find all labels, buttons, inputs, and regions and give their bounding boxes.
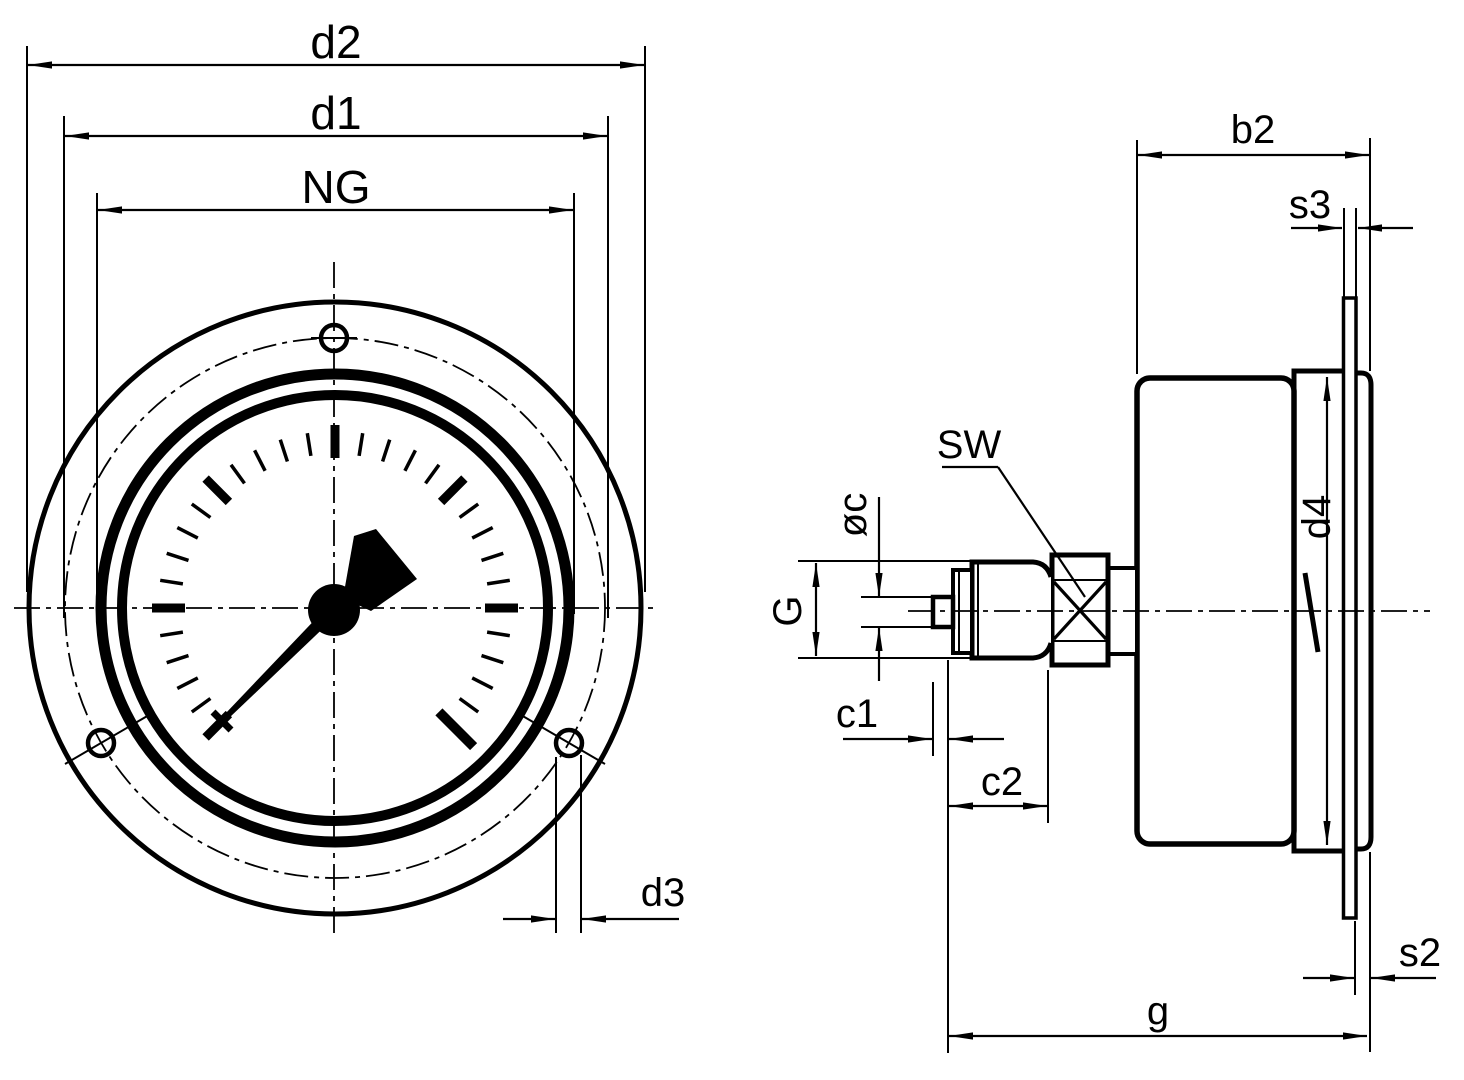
dial-tick [202, 475, 233, 506]
front-flange-circle [26, 299, 644, 917]
dial-tick [190, 502, 212, 519]
needle-shaft [216, 603, 340, 727]
dial-tick [403, 449, 417, 472]
dim-label-G: G [766, 595, 810, 626]
dial-tick [166, 653, 190, 665]
mounting-hole-right [553, 727, 585, 759]
dimension-d2: d2 [26, 16, 646, 592]
dial-tick [357, 432, 365, 457]
dim-label-d2: d2 [310, 16, 361, 68]
connection-tip [930, 594, 956, 630]
callout-SW: SW [937, 423, 1086, 598]
mounting-hole-left [85, 727, 117, 759]
dim-label-c1: c1 [836, 692, 878, 736]
dial-tick [176, 526, 199, 540]
needle-counterweight [343, 529, 417, 611]
dial-tick [486, 630, 511, 638]
dial-tick [159, 578, 184, 586]
dimension-d4: d4 [1295, 377, 1339, 845]
dimension-NG: NG [96, 161, 575, 614]
dial-tick [229, 463, 246, 485]
bezel-ring [1291, 368, 1344, 854]
front-view: d2 d1 NG d3 [14, 16, 685, 938]
dial-tick [253, 449, 267, 472]
ring-slot-mark [1302, 572, 1321, 653]
dim-label-s3: s3 [1289, 183, 1331, 227]
dial-tick [486, 578, 511, 586]
hex-nut [1049, 552, 1111, 668]
dim-label-c2: c2 [981, 760, 1023, 804]
dial-tick [166, 551, 190, 563]
dial-tick [471, 676, 494, 690]
dial-tick [471, 526, 494, 540]
needle-hub [308, 584, 360, 636]
dimension-c2: c2 [949, 670, 1049, 823]
dial-tick [480, 653, 504, 665]
dimension-oc: øc [831, 493, 931, 681]
threaded-stem [969, 559, 1054, 661]
dimension-g: g [949, 989, 1367, 1040]
dimension-b2: b2 [1136, 108, 1371, 374]
dial-tick [435, 708, 478, 751]
dial-tick [480, 551, 504, 563]
dim-label-d3: d3 [641, 871, 686, 915]
dim-label-s2: s2 [1399, 931, 1441, 975]
dial-tick [190, 697, 212, 714]
dial-tick [278, 439, 290, 463]
dim-label-d4: d4 [1295, 495, 1339, 540]
dial-tick [437, 475, 468, 506]
dim-label-g: g [1147, 989, 1169, 1033]
dimension-s3: s3 [1289, 183, 1413, 297]
dim-label-oc: øc [831, 493, 875, 537]
dial-tick [380, 439, 392, 463]
hole-centermark [64, 714, 150, 765]
dimension-G: G [766, 560, 971, 659]
dial-tick [458, 502, 480, 519]
dial-tick [159, 630, 184, 638]
dial-tick [424, 463, 441, 485]
sw-leader-line [997, 466, 1086, 598]
side-view: b2 s3 d4 SW øc [766, 108, 1441, 1053]
dial-tick [305, 432, 313, 457]
dial-tick [176, 676, 199, 690]
dim-label-b2: b2 [1231, 108, 1276, 152]
hole-centermark [520, 714, 606, 765]
dimension-s2: s2 [1303, 852, 1441, 1052]
case-bezel-circle [95, 368, 575, 848]
dim-label-SW: SW [937, 423, 1002, 467]
dim-label-NG: NG [302, 161, 371, 213]
needle-tip-crossbar [210, 709, 234, 733]
dial-tick [458, 697, 480, 714]
dimension-d3: d3 [503, 755, 685, 933]
dim-label-d1: d1 [310, 87, 361, 139]
pointer-needle [210, 529, 417, 733]
front-flange-plate [1341, 296, 1358, 920]
dial-ring-circle [117, 390, 553, 826]
dimension-d1: d1 [63, 87, 609, 618]
dimension-c1: c1 [836, 660, 1004, 1053]
